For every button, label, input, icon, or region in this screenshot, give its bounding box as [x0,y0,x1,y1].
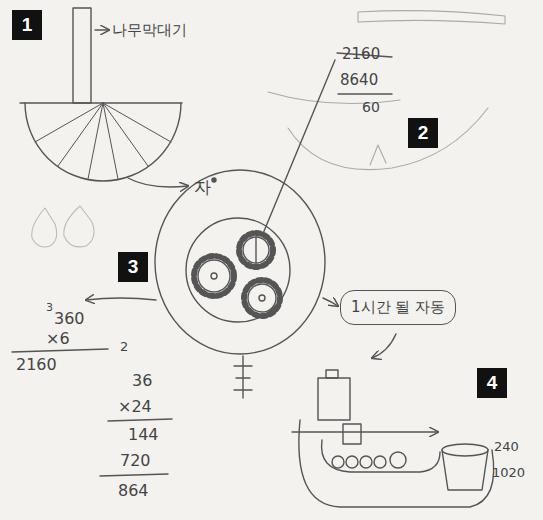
note-bubble: 1시간 될 자동 [340,290,456,325]
handwritten-note: 2 [120,340,128,354]
leader-arrow [95,29,109,30]
handwritten-note: 144 [128,426,159,444]
protractor-ticks [35,103,171,179]
calc-rule [100,474,168,476]
callout-number: 4 [477,368,507,398]
handwritten-note: 2160 [16,356,57,374]
node-text: 1 [22,14,33,36]
machine-sketch [292,370,494,507]
handwritten-note: ×24 [118,398,152,416]
protractor-arc [25,103,181,181]
callout-number: 2 [408,118,438,148]
gears [194,233,280,316]
handwritten-note: ×6 [46,330,70,348]
callout-number: 1 [12,10,42,40]
calc-rule [108,419,172,421]
callout-number: 3 [118,252,148,282]
node-text: 1시간 될 자동 [351,298,445,316]
arrow [86,298,156,300]
clock-outline [155,170,325,354]
arrow [372,334,396,358]
handwritten-note: 864 [118,482,149,500]
node-text: 4 [487,372,498,394]
handwritten-note: 자 [194,178,211,197]
dot [212,178,216,182]
bowl-sketch [268,11,505,170]
handwritten-note: 3 [46,302,53,314]
node-text: 2 [418,122,429,144]
handwritten-note: 36 [132,372,152,390]
gear-housing [186,218,290,322]
handwritten-note: 나무막대기 [112,22,187,39]
calc-rule [12,349,108,352]
arrow [323,298,338,306]
handwritten-note: 360 [54,310,85,328]
rule-line [338,93,392,94]
handwritten-note: 1020 [492,466,525,480]
leader-arrow [128,178,188,187]
clock-stand [234,356,252,398]
node-text: 3 [128,256,139,278]
handwritten-note: 720 [120,452,151,470]
leader-line [262,60,335,236]
handwritten-note: 60 [362,100,380,115]
handwritten-note: 240 [494,440,519,454]
handwritten-note: 2160 [342,46,380,63]
base-line [20,102,182,103]
handwritten-note: 8640 [340,72,378,89]
wooden-stick [73,8,91,103]
drop-sketch [32,206,94,247]
